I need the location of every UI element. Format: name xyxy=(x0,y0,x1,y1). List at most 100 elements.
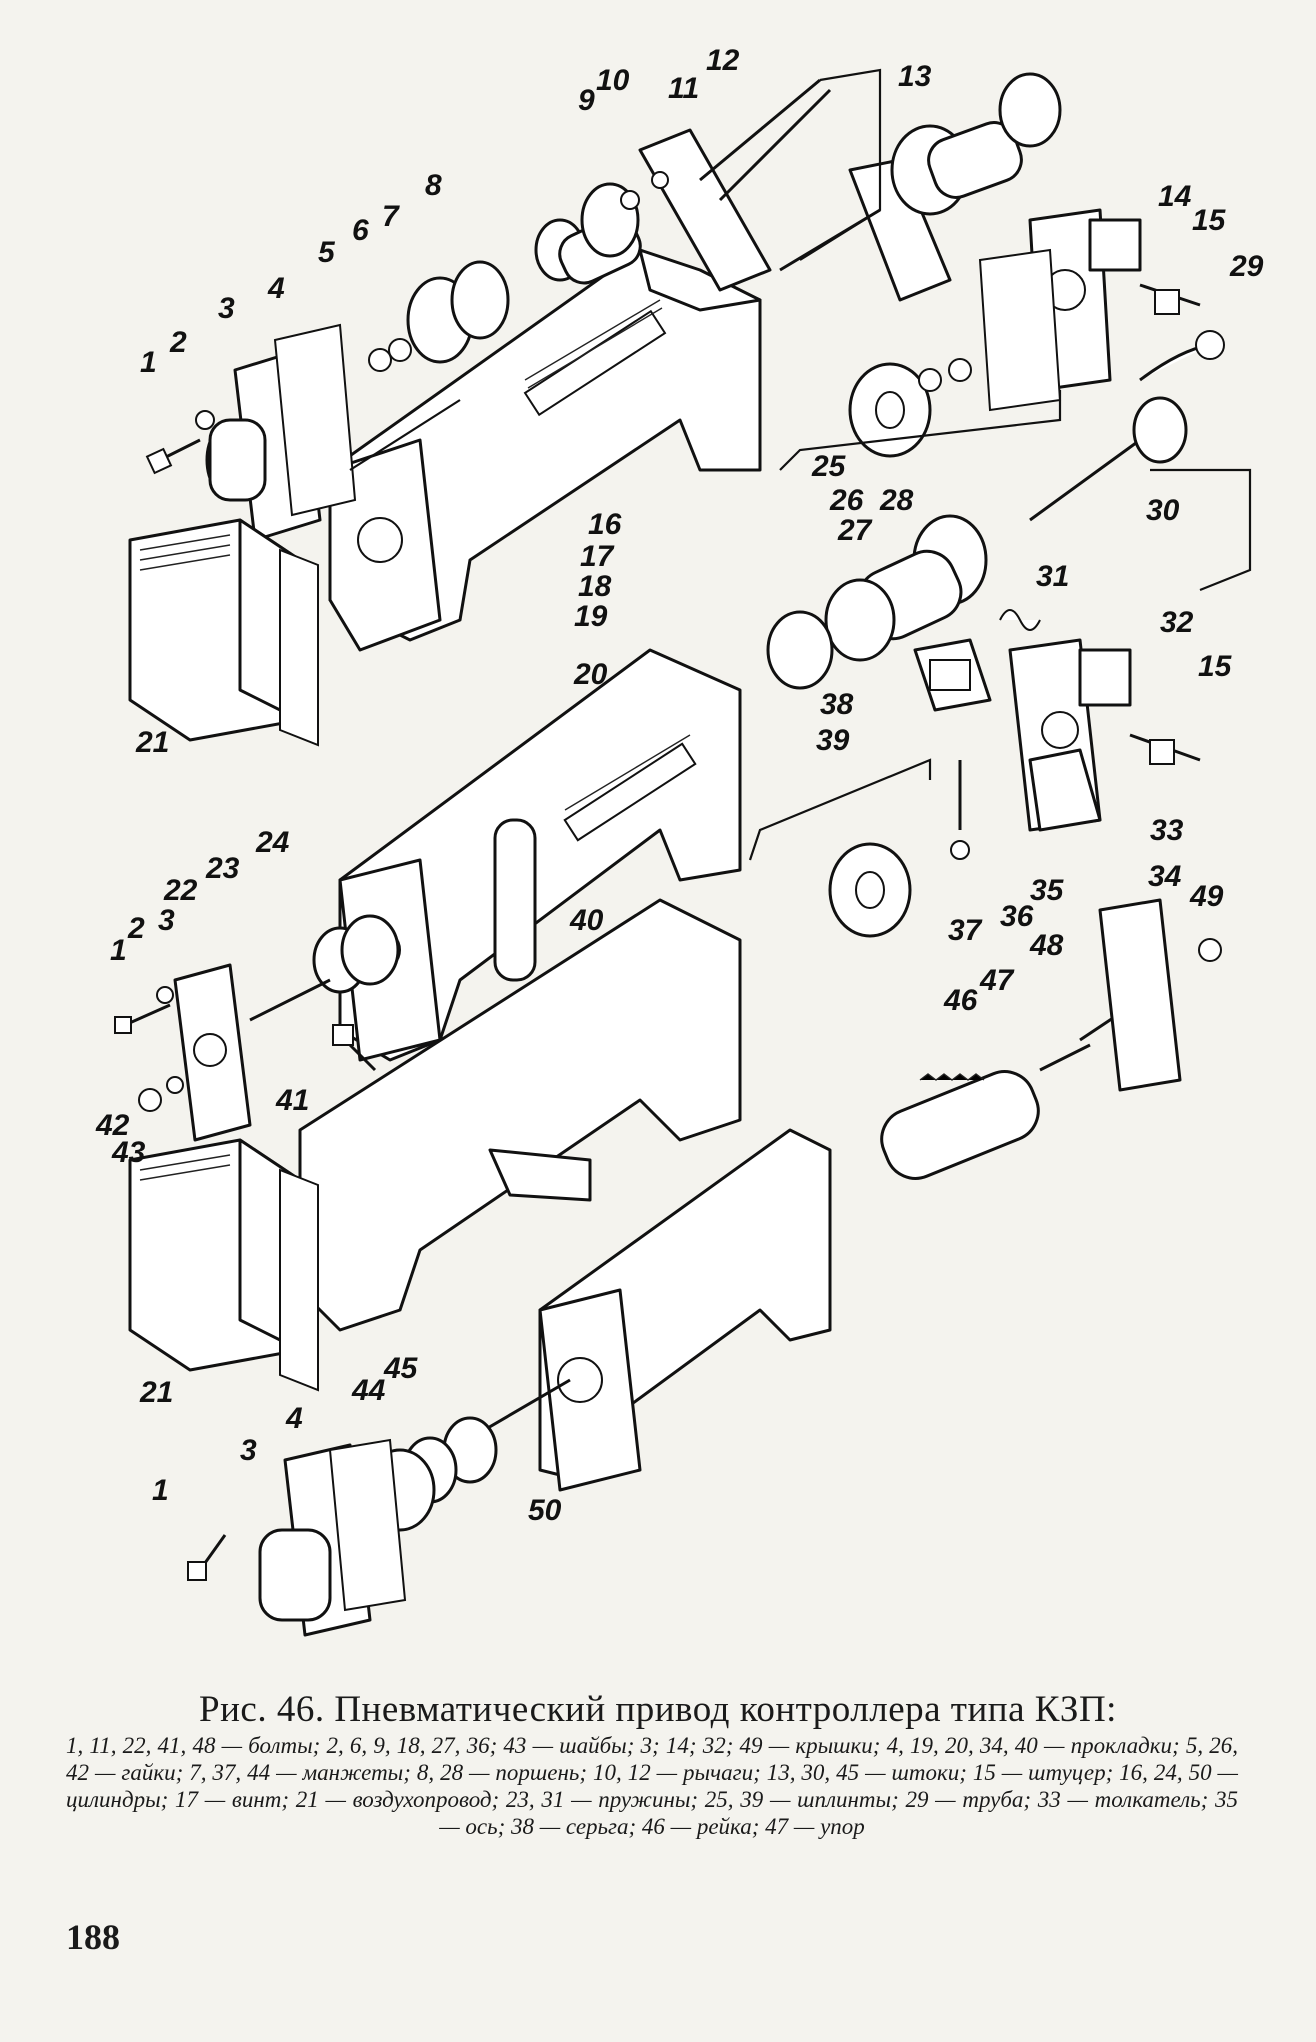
callout-27: 27 xyxy=(837,514,873,547)
callout-33: 33 xyxy=(1150,814,1184,847)
spring-23 xyxy=(249,914,400,1022)
callout-4: 4 xyxy=(267,272,285,305)
stem-30 xyxy=(1029,396,1188,522)
flow-arrow xyxy=(748,758,932,861)
callout-8: 8 xyxy=(425,169,442,202)
cover-49 xyxy=(1098,898,1222,1092)
callout-29: 29 xyxy=(1229,250,1264,283)
callout-18: 18 xyxy=(578,570,612,603)
callout-34: 34 xyxy=(1148,860,1182,893)
cylinder-housing-lower xyxy=(298,898,742,1332)
callout-49: 49 xyxy=(1189,880,1224,913)
callout-50: 50 xyxy=(528,1494,562,1527)
piston-28-mid xyxy=(766,514,988,690)
callout-24: 24 xyxy=(255,826,290,859)
rack-46 xyxy=(880,1070,1040,1180)
callout-9: 9 xyxy=(578,84,595,117)
washer-2-mid xyxy=(156,986,174,1004)
washer-36 xyxy=(950,840,970,860)
gasket-19-top xyxy=(978,248,1062,412)
callout-1c: 1 xyxy=(152,1474,169,1507)
bolt-41 xyxy=(332,1024,377,1072)
stop-47 xyxy=(1039,1043,1091,1072)
spring-31 xyxy=(999,609,1041,631)
callout-39: 39 xyxy=(816,724,850,757)
callout-46: 46 xyxy=(943,984,978,1017)
callout-45: 45 xyxy=(383,1352,419,1385)
air-duct-21-lower xyxy=(128,1138,319,1392)
air-duct-21-top xyxy=(128,518,319,747)
flow-arrow xyxy=(1150,468,1252,592)
cylinder-50 xyxy=(538,1128,832,1492)
gasket-4-top xyxy=(273,323,357,517)
gasket-4-lower xyxy=(328,1438,407,1612)
callout-7: 7 xyxy=(382,200,400,233)
callout-26: 26 xyxy=(829,484,864,517)
callout-5: 5 xyxy=(318,236,336,269)
callout-2b: 2 xyxy=(127,912,145,945)
exploded-assembly-drawing: 1 2 3 4 5 6 7 8 9 10 11 12 13 14 15 15 1… xyxy=(95,44,1264,1637)
callout-20: 20 xyxy=(573,658,608,691)
callout-4c: 4 xyxy=(285,1402,303,1435)
bolt-1-top xyxy=(145,438,201,475)
callout-15: 15 xyxy=(1192,204,1227,237)
pusher-33 xyxy=(1028,748,1102,832)
callout-38: 38 xyxy=(820,688,854,721)
callout-22: 22 xyxy=(163,874,198,907)
cuff-37 xyxy=(828,842,912,938)
callout-42: 42 xyxy=(95,1109,130,1142)
page-number: 188 xyxy=(66,1917,120,1957)
flow-arrow xyxy=(779,390,1062,471)
callout-31: 31 xyxy=(1036,560,1069,593)
callout-3b: 3 xyxy=(158,904,175,937)
shackle-38 xyxy=(913,638,992,712)
callout-1b: 1 xyxy=(110,934,127,967)
callout-28: 28 xyxy=(879,484,914,517)
callout-30: 30 xyxy=(1146,494,1180,527)
callout-37: 37 xyxy=(948,914,983,947)
callout-1: 1 xyxy=(140,346,157,379)
callout-21: 21 xyxy=(135,726,169,759)
figure-legend: 1, 11, 22, 41, 48 — болты; 2, 6, 9, 18, … xyxy=(66,1733,1238,1839)
callout-32: 32 xyxy=(1160,606,1194,639)
callout-44: 44 xyxy=(351,1374,386,1407)
callout-13: 13 xyxy=(898,60,932,93)
bolt-1-mid xyxy=(114,1003,171,1034)
callout-11: 11 xyxy=(668,72,699,105)
bolt-12 xyxy=(718,88,832,202)
callout-21b: 21 xyxy=(139,1376,173,1409)
gasket-40 xyxy=(493,818,537,982)
callout-48: 48 xyxy=(1029,929,1064,962)
bolt-11 xyxy=(699,78,821,182)
callout-3c: 3 xyxy=(240,1434,257,1467)
callout-12: 12 xyxy=(706,44,740,77)
callout-16: 16 xyxy=(588,508,622,541)
callout-41: 41 xyxy=(275,1084,309,1117)
callout-15b: 15 xyxy=(1198,650,1233,683)
fitting-15-mid xyxy=(1129,733,1201,765)
stem-13 xyxy=(890,72,1062,216)
fitting-15-top xyxy=(1139,283,1201,315)
bolt-1-lower xyxy=(187,1534,227,1581)
lever-plate-10 xyxy=(638,128,772,292)
callout-36: 36 xyxy=(1000,900,1034,933)
flow-arrow xyxy=(799,68,882,261)
figure-caption-title: Рис. 46. Пневматический привод контролле… xyxy=(199,1689,1117,1730)
tube-29 xyxy=(1139,330,1225,382)
flow-arrow xyxy=(349,399,461,471)
callout-6: 6 xyxy=(352,214,369,247)
washer-2-top xyxy=(195,410,215,430)
cylinder-16 xyxy=(328,248,762,652)
callout-14: 14 xyxy=(1158,180,1192,213)
callout-17: 17 xyxy=(580,540,615,573)
callout-10: 10 xyxy=(596,64,630,97)
nut-42 xyxy=(138,1088,162,1112)
callout-40: 40 xyxy=(569,904,604,937)
lever-12-plate xyxy=(848,158,952,302)
callout-3: 3 xyxy=(218,292,235,325)
callout-43: 43 xyxy=(111,1136,146,1169)
callout-labels: 1 2 3 4 5 6 7 8 9 10 11 12 13 14 15 15 1… xyxy=(95,44,1264,1527)
callout-23: 23 xyxy=(205,852,240,885)
cover-3-mid xyxy=(173,963,252,1142)
washer-43 xyxy=(166,1076,184,1094)
